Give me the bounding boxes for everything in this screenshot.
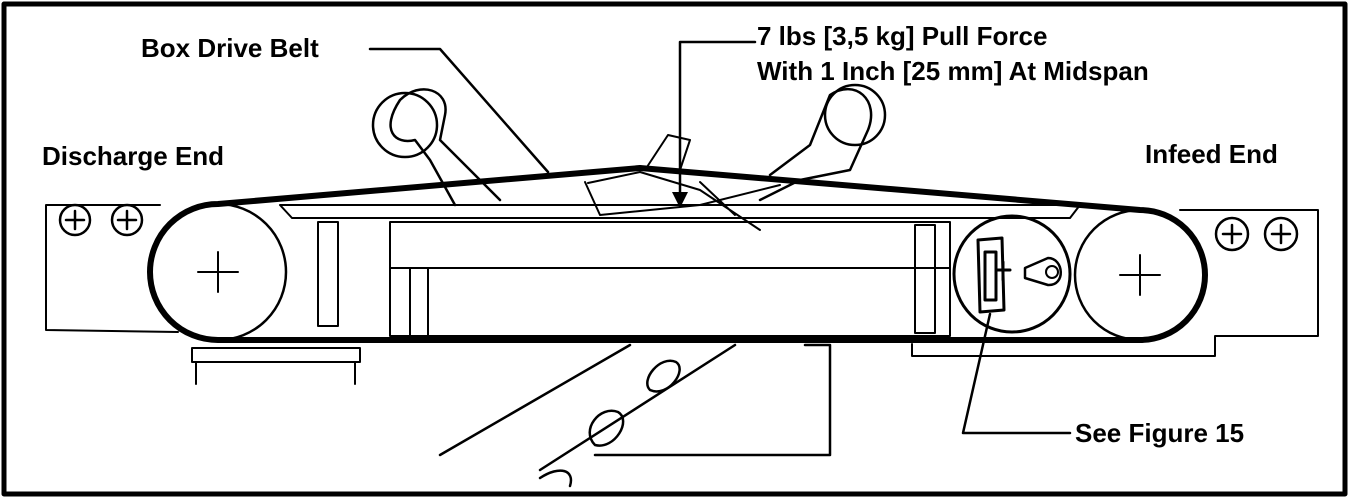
box-drive-belt-leader [368, 47, 550, 174]
center-beam-upper [389, 221, 951, 269]
pull-force-leader [678, 40, 757, 207]
see-figure-leader [961, 312, 1072, 435]
bolt-icon [58, 203, 92, 237]
lower-strut [438, 343, 832, 488]
strut-slot-2 [646, 359, 681, 393]
bolt-cross [116, 209, 138, 231]
right-upper-arm [758, 87, 873, 202]
left-post [317, 221, 339, 327]
see-figure-label: See Figure 15 [1075, 418, 1244, 448]
infeed-fasteners [1214, 216, 1299, 252]
bolt-icon [1263, 216, 1299, 252]
discharge-pulley-center-mark [197, 251, 239, 293]
bolt-icon [1214, 216, 1250, 252]
left-base-bracket [191, 347, 361, 385]
left-arm-ring [371, 91, 439, 159]
center-beam-lower [389, 267, 951, 337]
right-arm-ring [823, 83, 887, 147]
pull-force-label-line2: With 1 Inch [25 mm] At Midspan [757, 56, 1149, 86]
infeed-pulley-center-mark [1119, 254, 1161, 296]
tensioner-adjuster [1023, 256, 1062, 287]
tensioner-bolt [1045, 265, 1059, 279]
tensioner-block [976, 236, 1012, 314]
box-drive-belt-label: Box Drive Belt [141, 33, 319, 63]
bolt-icon [110, 203, 144, 237]
infeed-end-label: Infeed End [1145, 139, 1278, 169]
strut-slot-1 [588, 409, 625, 447]
tensioner-disc [952, 214, 1072, 334]
pull-force-arrowhead [672, 192, 688, 208]
center-flaps [584, 134, 781, 231]
bolt-cross [64, 209, 86, 231]
frame-outline-right [911, 209, 1319, 357]
bolt-cross [1270, 223, 1292, 245]
discharge-end-label: Discharge End [42, 141, 224, 171]
center-left-post [409, 267, 429, 337]
right-post [914, 224, 936, 334]
pull-force-label-line1: 7 lbs [3,5 kg] Pull Force [757, 21, 1047, 51]
discharge-fasteners [58, 203, 144, 237]
bolt-cross [1221, 223, 1243, 245]
box-drive-belt [147, 165, 1208, 343]
frame-outline-left [45, 204, 179, 333]
